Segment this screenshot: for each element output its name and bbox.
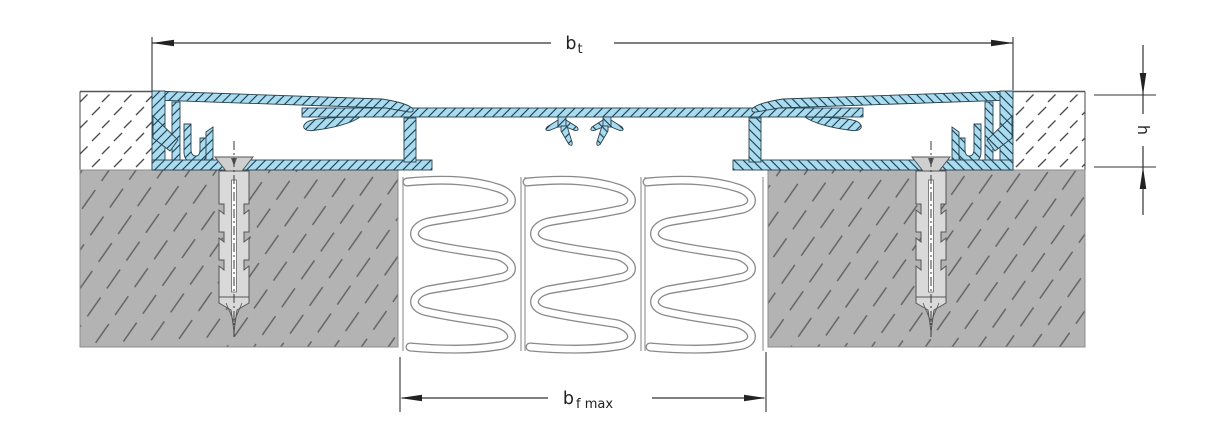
dimension-arrow-up-icon xyxy=(1139,167,1147,189)
screed-fill-left xyxy=(80,91,152,170)
dimension-label-h: h xyxy=(1134,125,1153,135)
cover-plate-hook-left xyxy=(303,116,362,132)
insulation-strip xyxy=(647,180,752,349)
dimension-bt: bt xyxy=(151,34,1014,92)
dimension-arrow-left-icon xyxy=(400,394,422,402)
cover-plate-slab xyxy=(301,107,864,118)
cover-plate-hook-right xyxy=(803,116,862,132)
edge-frame-right xyxy=(732,90,1014,171)
dimension-arrow-right-icon xyxy=(991,39,1013,47)
edge-frame-left xyxy=(151,90,433,171)
screed-layer-right xyxy=(1013,90,1086,170)
cover-plate-barb xyxy=(545,116,579,146)
joint-insulation xyxy=(402,177,764,351)
screed-fill-right xyxy=(1013,91,1085,170)
dimension-label-bt: bt xyxy=(565,34,582,57)
insulation-strip xyxy=(407,180,512,349)
dimension-arrow-right-icon xyxy=(744,394,766,402)
dimension-arrow-down-icon xyxy=(1139,73,1147,95)
dimension-arrow-left-icon xyxy=(152,39,174,47)
insulation-strip xyxy=(527,180,632,349)
dimension-h: h xyxy=(1094,45,1156,215)
cover-plate-barb xyxy=(590,116,624,146)
cover-plate xyxy=(301,107,864,146)
screed-layer-left xyxy=(79,90,152,170)
